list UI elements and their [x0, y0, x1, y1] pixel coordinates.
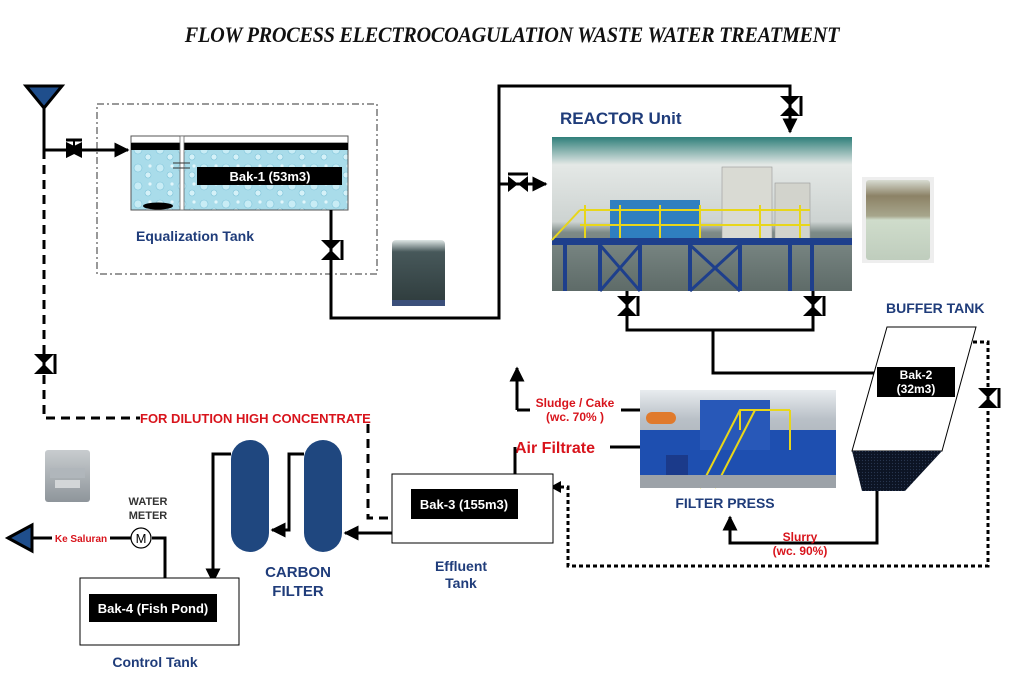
pump-icon: [143, 202, 173, 210]
equalization-boundary: [96, 103, 378, 275]
sludge-label-1: Sludge / Cake: [536, 396, 615, 410]
water-meter-label-1: WATER: [129, 496, 168, 508]
equalization-title: Equalization Tank: [136, 228, 254, 244]
dilution-valve-icon[interactable]: [34, 354, 57, 374]
buffer-overflow-valve-icon[interactable]: [978, 388, 1001, 408]
effluent-title-1: Effluent: [435, 558, 487, 574]
feed-pipe-to-reactor-top: [329, 84, 798, 320]
equalization-tank-label: Bak-1 (53m3): [230, 169, 311, 184]
reactor-drain-valve-1-icon[interactable]: [617, 296, 640, 316]
buffer-tank-label-2: (32m3): [897, 382, 936, 396]
slurry-pipe: [722, 491, 879, 545]
effluent-title-2: Tank: [445, 575, 477, 591]
water-meter-icon[interactable]: M: [130, 527, 152, 549]
overflow-arrow-icon: [550, 481, 561, 493]
dilution-return-line: [42, 150, 140, 420]
air-filtrate-label: Air Filtrate: [515, 440, 595, 457]
bak1-outlet-valve-icon[interactable]: [321, 240, 344, 260]
outlet-discharge-icon: [4, 522, 34, 554]
carbon-series-pipe: [270, 452, 304, 538]
diagram-title: FLOW PROCESS ELECTROCOAGULATION WASTE WA…: [184, 22, 840, 47]
raw-water-sample-image: [392, 240, 445, 306]
buffer-title: BUFFER TANK: [886, 300, 985, 316]
carbon-filter-2[interactable]: [304, 440, 342, 552]
filter-press-title: FILTER PRESS: [675, 495, 774, 511]
effluent-tank-label: Bak-3 (155m3): [420, 497, 508, 512]
reactor-top-valve-icon[interactable]: [780, 96, 803, 116]
reactor-drain-valve-2-icon[interactable]: [803, 296, 826, 316]
outlet-label: Ke Saluran: [55, 534, 107, 545]
dilution-label: FOR DILUTION HIGH CONCENTRATE: [140, 411, 371, 426]
control-tank-title: Control Tank: [112, 654, 198, 670]
control-tank-label: Bak-4 (Fish Pond): [98, 601, 209, 616]
buffer-tank[interactable]: Bak-2 (32m3): [851, 326, 977, 491]
carbon-filter-title-2: FILTER: [272, 583, 324, 600]
equalization-tank[interactable]: Bak-1 (53m3): [130, 135, 349, 211]
effluent-tank[interactable]: Bak-3 (155m3): [391, 473, 554, 544]
buffer-overflow-return-line: [558, 340, 990, 568]
slurry-label-2: (wc. 90%): [773, 544, 828, 558]
reactor-title: REACTOR Unit: [560, 109, 682, 128]
sludge-label-2: (wc. 70% ): [546, 410, 604, 424]
carbon-to-control-pipe: [205, 452, 231, 584]
inlet-source-icon: [22, 84, 66, 111]
water-meter-label-2: METER: [129, 510, 168, 522]
reactor-drain-manifold: [625, 291, 815, 332]
control-tank[interactable]: Bak-4 (Fish Pond): [79, 577, 240, 646]
inlet-valve-icon[interactable]: [66, 138, 82, 158]
meter-symbol: M: [136, 531, 147, 546]
filter-press-photo[interactable]: [640, 390, 836, 489]
carbon-filter-1[interactable]: [231, 440, 269, 552]
slurry-label-1: Slurry: [783, 530, 818, 544]
carbon-filter-title-1: CARBON: [265, 564, 331, 581]
dilution-feed-line: [366, 424, 392, 520]
control-outlet-pipe: [152, 536, 167, 578]
treated-sample-image: [862, 177, 934, 263]
buffer-tank-label-1: Bak-2: [900, 368, 933, 382]
reactor-side-valve-icon[interactable]: [508, 172, 528, 192]
reactor-to-buffer-pipe: [711, 330, 876, 375]
reactor-unit-photo[interactable]: [551, 137, 852, 293]
inlet-pipe: [42, 108, 130, 158]
final-effluent-sample-image: [45, 450, 90, 502]
